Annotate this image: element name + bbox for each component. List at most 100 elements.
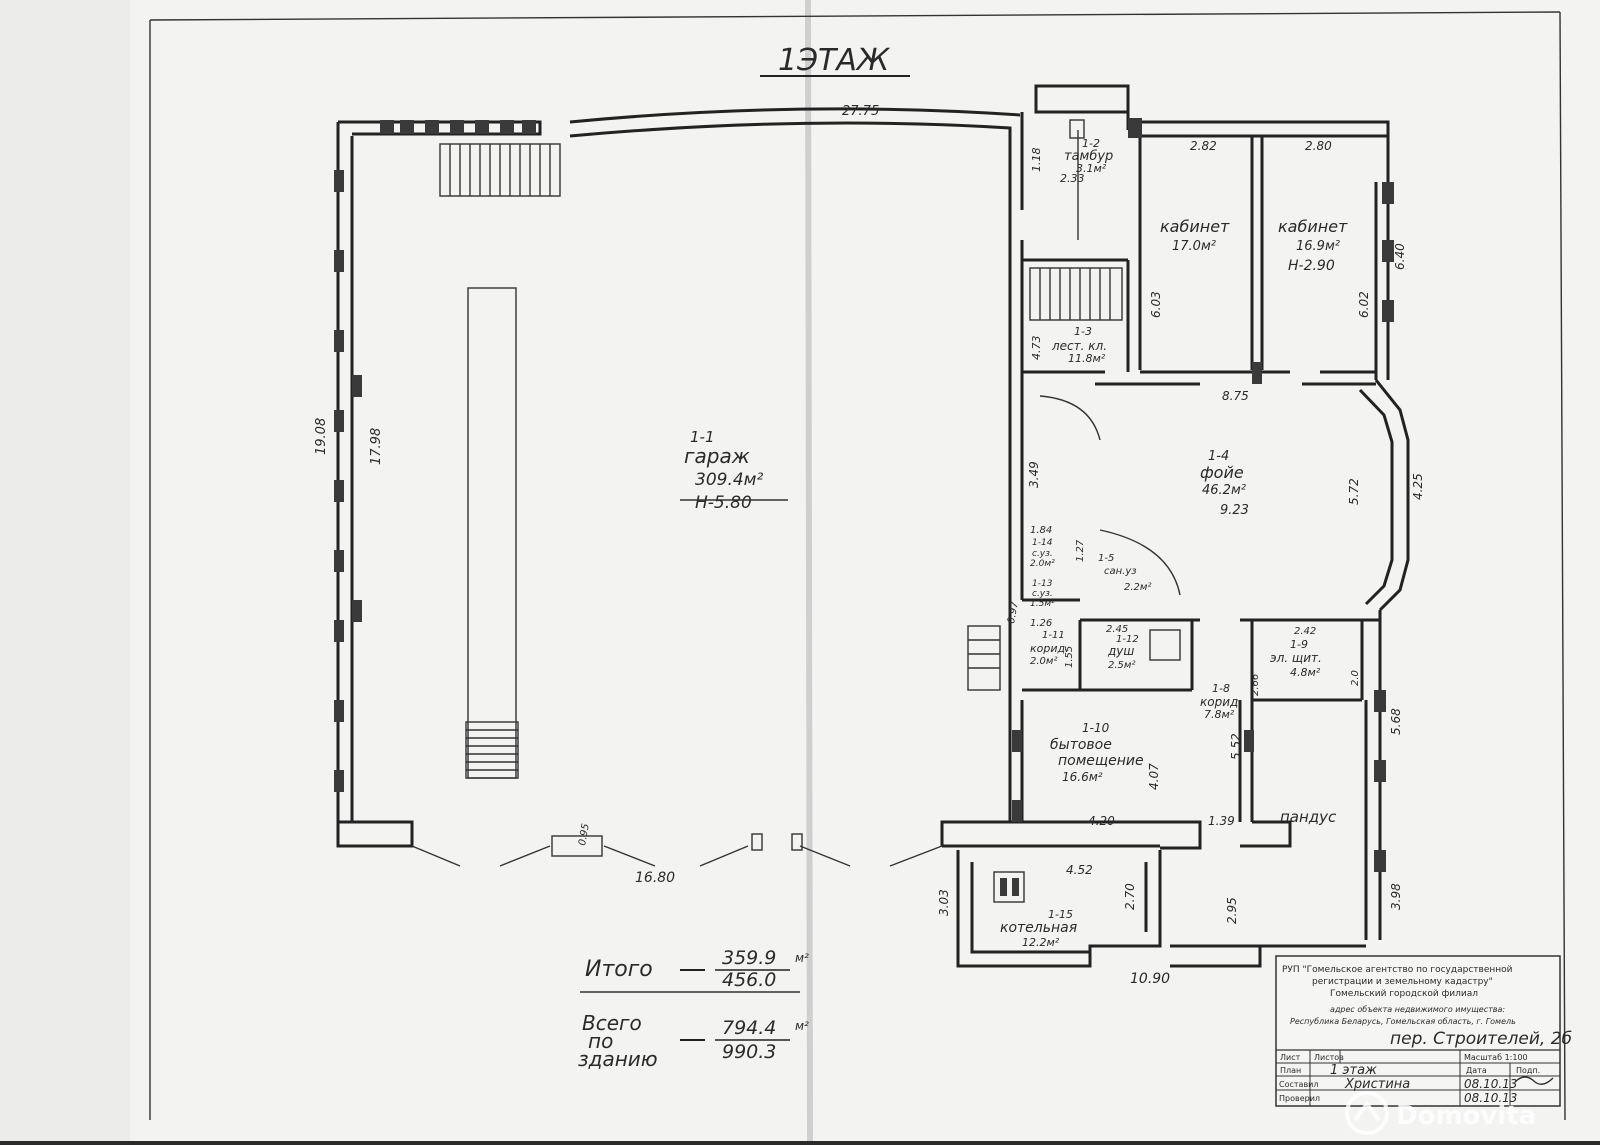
dim-stair-side: 4.73 [1030,336,1043,361]
dim-right-outer-1: 6.40 [1393,243,1407,270]
dim-byt-side: 4.07 [1147,763,1161,790]
stamp-col-list: Лист [1280,1053,1301,1062]
shower-num: 1-12 [1116,634,1139,645]
stamp-signature [1514,1076,1554,1085]
boiler-unit [993,871,1025,903]
domovita-watermark [1345,1091,1389,1135]
tambur-name: тамбур [1064,149,1113,164]
garage-height: Н-5.80 [695,493,752,513]
cabinet1-area: 17.0м² [1172,239,1216,254]
page-border-right [1559,11,1566,1121]
itogo-label: Итого [585,957,653,982]
corr8-num: 1-8 [1212,682,1230,695]
stamp-street: пер. Строителей, 2б [1390,1029,1572,1049]
garage-area: 309.4м² [695,470,763,490]
stair-name: лест. кл. [1051,339,1107,353]
cabinet2-height: Н-2.90 [1288,258,1335,274]
corr11-area: 2.0м² [1030,656,1057,667]
dim-cab2-top: 2.80 [1305,139,1332,153]
shower-name: душ [1107,644,1134,658]
corr8-name: корид. [1200,695,1242,709]
title-block [1275,955,1561,1107]
stamp-col-scale: Масштаб 1:100 [1464,1053,1528,1062]
household-area: 16.6м² [1062,770,1103,784]
garage-doors [411,833,943,867]
dim-ramp-side: 2.95 [1225,897,1239,924]
elec-num: 1-9 [1290,638,1308,651]
stamp-prov-date: 08.10.13 [1464,1091,1517,1105]
elec-name: эл. щит. [1270,651,1322,665]
tambur-area: 3.1м² [1076,162,1107,175]
dim-foyer-left: 3.49 [1027,461,1041,488]
dim-boiler-right: 2.70 [1123,883,1137,910]
dim-tambur-side: 1.18 [1030,148,1043,173]
shower-tray [1149,629,1181,661]
household-name-1: бытовое [1050,737,1112,753]
stamp-org-line3: Гомельский городской филиал [1330,989,1478,999]
stamp-col-date: Дата [1466,1066,1487,1075]
stamp-org-line1: РУП "Гомельское агентство по государстве… [1282,965,1513,975]
dim-wc2-side: 0.97 [1006,600,1021,624]
vsego-line2: по [588,1029,613,1053]
dim-right-outer-2: 4.25 [1411,473,1425,500]
wc13-area: 1.5м² [1030,599,1055,609]
boiler-num: 1-15 [1048,908,1073,921]
sanuzel-area: 2.2м² [1124,582,1151,593]
stamp-addr-line: Республика Беларусь, Гомельская область,… [1290,1017,1516,1026]
tambur-num: 1-2 [1082,137,1100,150]
dim-wc-side: 1.27 [1075,539,1086,562]
dim-foyer-width: 9.23 [1220,503,1249,518]
vsego-line3: зданию [578,1047,658,1071]
itogo-unit: м² [795,951,809,965]
elec-area: 4.8м² [1290,666,1321,679]
foyer-area: 46.2м² [1202,483,1246,498]
inspection-pit [465,287,519,779]
boiler-unit-mark [1000,878,1007,896]
wc14-area: 2.0м² [1030,559,1055,569]
paper-fold [805,0,813,1142]
stamp-col-listov: Листов [1314,1053,1344,1062]
ramp-name: пандус [1280,808,1337,826]
stamp-row-plan: План [1280,1066,1301,1075]
page-border-top [149,11,1561,21]
stamp-row-sost: Составил [1279,1080,1318,1089]
dim-shower-top: 2.45 [1106,624,1128,635]
stair-well [1029,119,1123,441]
stair-num: 1-3 [1074,325,1092,338]
stamp-addr-label: адрес объекта недвижимого имущества: [1330,1005,1505,1014]
boiler-unit-mark2 [1012,878,1019,896]
dim-boiler-left: 3.03 [937,889,951,916]
dim-garage-door: 0.95 [577,823,592,847]
wc13-name: с.уз. [1032,589,1053,599]
dim-corr8-bottom: 1.39 [1208,814,1235,828]
dim-el-top: 2.42 [1294,626,1316,637]
right-block-walls [942,84,1410,968]
dim-wc-top: 1.84 [1030,525,1052,536]
dim-el-side: 2.66 [1250,674,1261,696]
cabinet2-name: кабинет [1278,217,1348,236]
boiler-name: котельная [1000,920,1077,936]
itogo-den: 456.0 [722,969,776,991]
stamp-col-sign: Подп. [1516,1066,1540,1075]
side-entrance-stair [967,625,1001,691]
stair-area: 11.8м² [1068,352,1106,365]
cabinet2-area: 16.9м² [1296,239,1340,254]
dim-top-width: 27.75 [842,104,879,119]
foyer-num: 1-4 [1208,449,1229,464]
watermark-text: Domovita [1396,1101,1536,1131]
garage-left-wall-hatch [334,170,362,792]
household-name-2: помещение [1058,753,1144,769]
dim-right-outer-3: 5.68 [1389,708,1403,735]
stamp-sost-date: 08.10.13 [1464,1077,1517,1091]
floor-title: 1ЭТАЖ [778,43,891,78]
sanuzel-curve [1099,529,1181,596]
dim-tambur-bottom: 2.33 [1060,172,1085,185]
sanuzel-num: 1-5 [1098,553,1114,564]
wc14-num: 1-14 [1032,538,1053,548]
garage-walls [336,107,1021,848]
vsego-num: 794.4 [722,1017,776,1039]
dim-garage-left-inner: 17.98 [369,428,384,465]
corr11-name: корид. [1030,642,1069,655]
stamp-plan-value: 1 этаж [1330,1063,1377,1078]
